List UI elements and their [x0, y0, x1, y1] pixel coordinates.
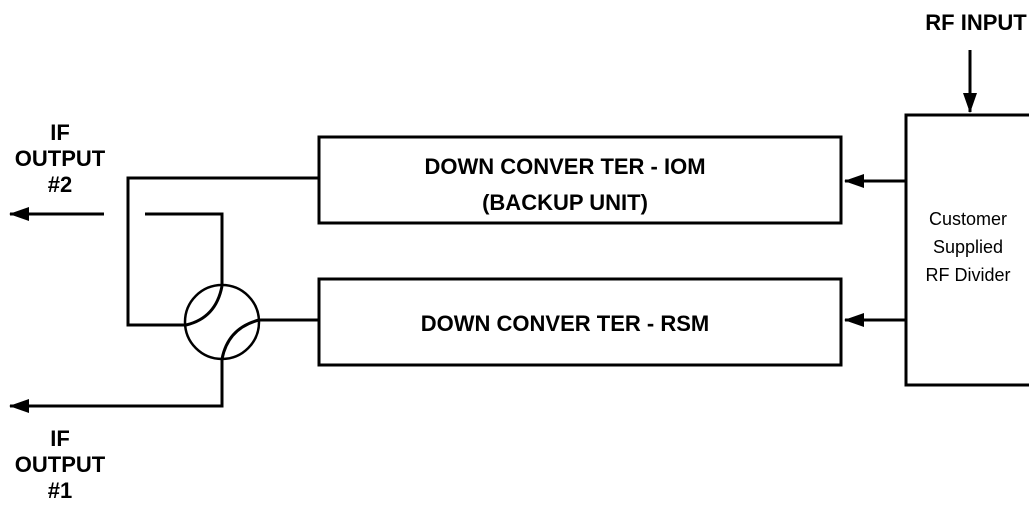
rf-divider-box [904, 113, 1029, 387]
rf-divider-label-3: RF Divider [925, 265, 1010, 285]
if-output-1-arrow [9, 359, 224, 413]
if-output-1-label-3: #1 [48, 478, 72, 503]
down-converter-rsm-label: DOWN CONVER TER - RSM [421, 311, 709, 336]
if-output-1-label-1: IF [50, 426, 70, 451]
rf-divider-label-2: Supplied [933, 237, 1003, 257]
if-output-1-label-2: OUTPUT [15, 452, 106, 477]
rf-input-label: RF INPUT [925, 10, 1027, 35]
if-output-2-label-1: IF [50, 120, 70, 145]
if-output-2-label-3: #2 [48, 172, 72, 197]
iom-output-line [126, 176, 319, 327]
down-converter-iom-sublabel: (BACKUP UNIT) [482, 190, 648, 215]
down-converter-rsm-box [317, 277, 843, 367]
switch-path-bottom [220, 318, 260, 360]
rf-divider-label-1: Customer [929, 209, 1007, 229]
if-output-2-label-2: OUTPUT [15, 146, 106, 171]
switch-to-output2-line [145, 212, 224, 286]
down-converter-iom-label: DOWN CONVER TER - IOM [424, 154, 705, 179]
down-converter-iom-box [317, 135, 843, 225]
switch-path-top [185, 285, 224, 327]
